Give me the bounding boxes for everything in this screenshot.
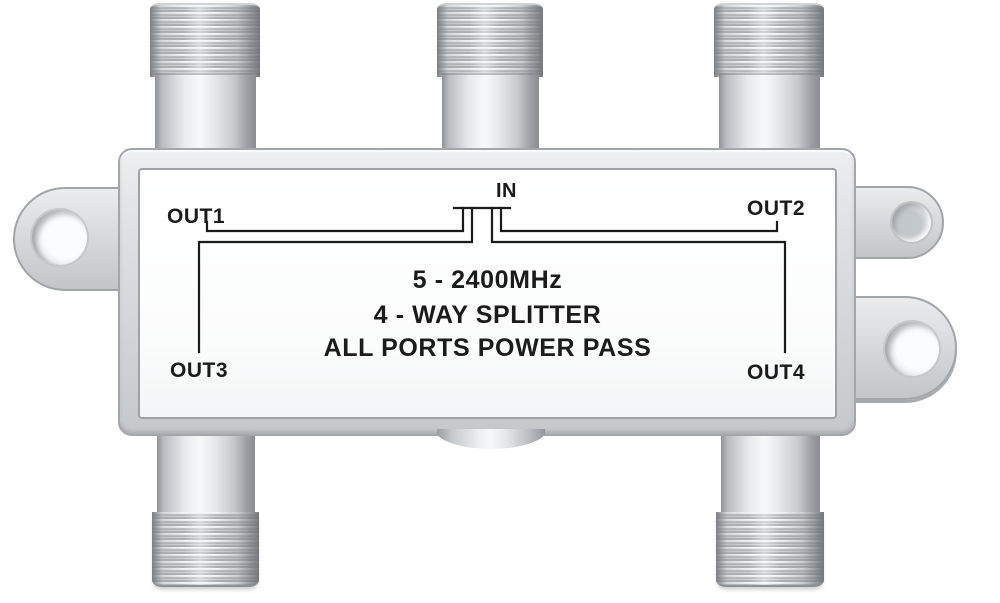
mounting-hole-left — [32, 210, 87, 265]
mounting-hole-right-lower — [885, 322, 939, 376]
connector-in-top — [437, 3, 543, 151]
connector-threads — [716, 512, 824, 587]
ground-tab — [437, 429, 545, 449]
connector-out3-bottom — [152, 434, 259, 587]
connector-barrel — [155, 73, 256, 151]
port-label-out1: OUT1 — [167, 205, 226, 228]
connector-threads — [714, 3, 824, 77]
port-label-out4: OUT4 — [747, 361, 806, 384]
connector-out4-bottom — [716, 434, 824, 587]
label-panel — [138, 168, 837, 419]
connector-barrel — [442, 73, 539, 151]
connector-out1-top — [150, 3, 260, 151]
port-label-out3: OUT3 — [170, 359, 229, 382]
connector-barrel — [721, 434, 820, 516]
spec-frequency-range: 5 - 2400MHz — [412, 266, 563, 294]
connector-threads — [152, 512, 259, 587]
spec-power-pass: ALL PORTS POWER PASS — [323, 334, 652, 362]
connector-out2-top — [714, 3, 824, 151]
connector-threads — [437, 3, 543, 77]
port-label-in: IN — [496, 180, 517, 202]
port-label-out2: OUT2 — [747, 197, 806, 220]
connector-threads — [150, 3, 260, 77]
connector-barrel — [719, 73, 820, 151]
spec-splitter-type: 4 - WAY SPLITTER — [373, 301, 602, 329]
mounting-hole-right-upper — [892, 203, 931, 242]
